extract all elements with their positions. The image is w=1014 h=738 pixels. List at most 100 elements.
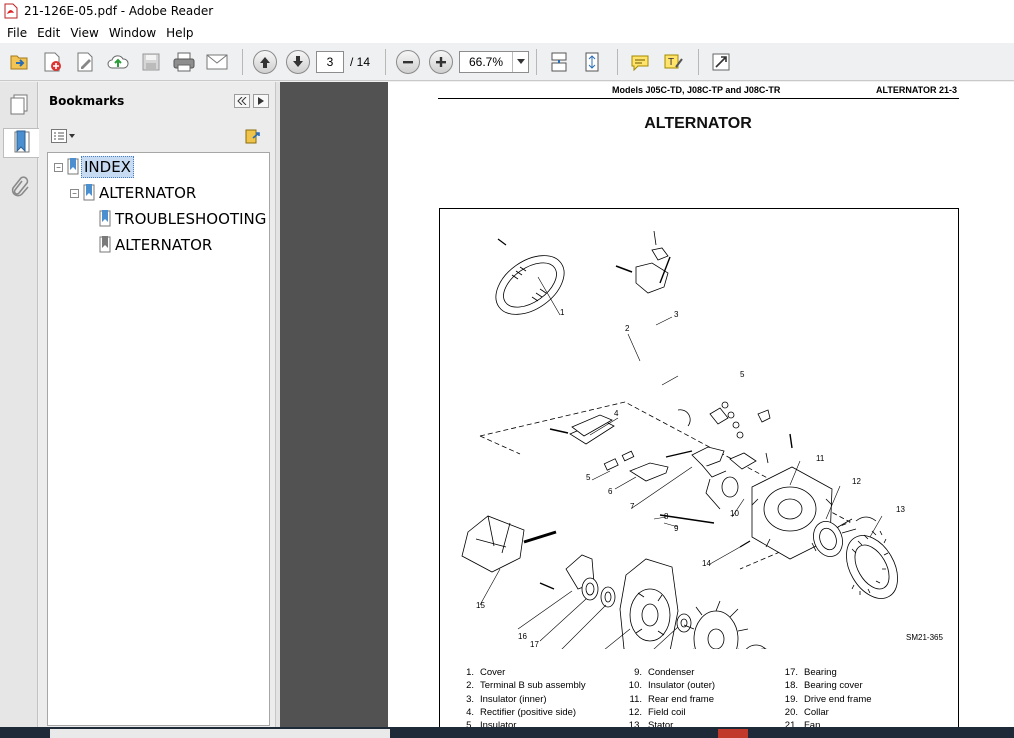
upload-button[interactable] [103,48,133,76]
create-pdf-button[interactable] [37,48,67,76]
speech-bubble-icon [631,55,649,71]
legend-item: 18.Bearing cover [784,680,863,692]
previous-page-button[interactable] [250,48,280,76]
page-thumbnails-button[interactable] [4,90,34,120]
scrolling-mode-button[interactable] [544,48,574,76]
drive-end-frame-part [619,558,679,649]
print-button[interactable] [169,48,199,76]
insulator-inner-part [651,230,669,261]
email-button[interactable] [202,48,232,76]
bookmark-item-index[interactable]: − INDEX [54,156,134,178]
page-header-models: Models J05C-TD, J08C-TP and J08C-TR [612,85,781,95]
legend-item: 10.Insulator (outer) [628,680,716,692]
header-rule [438,98,959,99]
page-thumbnails-icon [10,94,28,115]
legend-item: 20.Collar [784,706,829,718]
scroll-pages-icon [551,52,567,71]
callout-label: 9 [674,524,679,533]
menu-window[interactable]: Window [108,25,157,40]
cover-part [495,238,565,315]
envelope-icon [206,54,228,69]
page-header-section: ALTERNATOR 21-3 [876,85,958,95]
zoom-out-button[interactable] [393,48,423,76]
callout-label: 13 [896,505,905,514]
save-button[interactable] [136,48,166,76]
next-page-button[interactable] [283,48,313,76]
legend-item: 11.Rear end frame [629,693,715,705]
list-options-icon [51,129,67,143]
highlight-pen-icon: T [664,54,683,68]
window-title: 21-126E-05.pdf - Adobe Reader [24,4,214,18]
comment-button[interactable] [625,48,655,76]
bookmark-find-icon [245,129,260,144]
callout-label: 8 [664,512,669,521]
caret-down-icon [69,133,75,138]
bearing-part [539,554,616,608]
bookmark-item-alternator-section[interactable]: − ALTERNATOR [70,182,198,204]
page-number-input[interactable]: 3 [316,50,344,73]
minus-icon [403,60,414,63]
menu-file[interactable]: File [7,25,28,40]
collapse-toggle-icon[interactable]: − [70,188,79,198]
svg-text:T: T [668,57,674,68]
taskbar-search-box[interactable] [50,729,390,738]
page-total-label: / 14 [350,54,371,69]
bolt-part [659,514,715,524]
collapse-panel-button[interactable] [234,94,250,108]
callout-label: 5 [740,370,745,379]
zoom-level-select[interactable]: 66.7% [459,50,530,73]
callout-label: 14 [702,559,711,568]
callout-label: 7 [630,502,635,511]
bookmarks-tab-button[interactable] [3,128,39,158]
open-button[interactable] [4,48,34,76]
callout-label: 5 [586,473,591,482]
legend-item: 21.Fan [784,720,821,732]
stator-part [846,516,898,599]
zoom-in-button[interactable] [426,48,456,76]
bookmark-icon [67,158,79,175]
toolbar-separator [536,48,538,75]
callout-label: 16 [518,632,527,641]
page-title: ALTERNATOR [644,115,752,132]
full-screen-button[interactable] [706,48,736,76]
bookmark-item-alternator-page[interactable]: ALTERNATOR [99,234,214,256]
callout-label: 6 [608,487,613,496]
bookmarks-toolbar [39,126,275,150]
save-disk-icon [142,53,160,70]
menu-view[interactable]: View [70,25,99,40]
legend-item: 19.Drive end frame [784,693,872,705]
create-pdf-icon [44,52,61,71]
printer-icon [173,52,195,71]
parts-legend-column-1: 1.Cover 2.Terminal B sub assembly 3.Insu… [450,666,586,732]
legend-item: 5.Insulator [466,720,517,732]
edit-pdf-icon [77,52,93,71]
attachments-button[interactable] [4,172,34,202]
panel-options-button[interactable] [253,94,269,108]
menu-help[interactable]: Help [166,25,194,40]
navigation-pane-strip [0,82,39,738]
callout-label: 4 [614,409,619,418]
legend-item: 13.Stator [628,720,674,732]
title-bar: 21-126E-05.pdf - Adobe Reader [0,0,1014,22]
arrow-down-icon [293,55,303,67]
highlight-text-button[interactable]: T [658,48,688,76]
double-chevron-left-icon [237,97,247,105]
windows-taskbar [0,727,1014,738]
chevron-down-icon[interactable] [512,51,528,72]
legend-item: 4.Rectifier (positive side) [466,706,577,718]
plus-icon [436,56,447,67]
toolbar-separator [698,48,700,75]
legend-item: 2.Terminal B sub assembly [466,680,586,692]
bookmark-icon [99,236,111,253]
fit-page-button[interactable] [577,48,607,76]
menu-edit[interactable]: Edit [37,25,61,40]
bookmark-item-troubleshooting[interactable]: TROUBLESHOOTING [99,208,268,230]
panel-resize-splitter[interactable] [275,82,280,738]
bookmark-options-dropdown[interactable] [51,129,77,143]
insulator-outer-part [677,401,793,470]
find-current-bookmark-button[interactable] [244,128,262,151]
collapse-toggle-icon[interactable]: − [54,162,63,172]
edit-pdf-button[interactable] [70,48,100,76]
taskbar-app-icon[interactable] [718,729,748,738]
